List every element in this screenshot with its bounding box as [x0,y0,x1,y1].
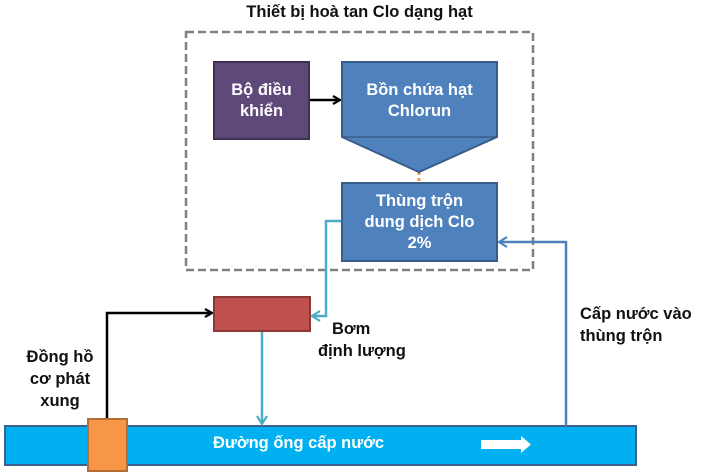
meter-label-line1: Đồng hồ [26,348,94,366]
pulse-meter-box [87,418,128,472]
supply-label: Cấp nước vào thùng trộn [580,303,714,347]
pump-label: Bơm định lượng [318,318,428,362]
pump-label-line1: Bơm [332,320,371,338]
flow-direction-arrow-icon [481,436,531,453]
edge-pipe-to-mixer [496,236,568,426]
supply-label-line1: Cấp nước vào [580,305,692,323]
supply-label-line2: thùng trộn [580,327,663,345]
chlorine-tank-shape [341,61,498,174]
mixer-label-line3: 2% [407,233,432,252]
device-group-border [184,30,535,272]
controller-label: Bộ điều khiển [231,80,292,120]
mixer-label-line2: dung dịch Clo [364,212,475,231]
edge-meter-to-pump [105,313,212,419]
dosing-pump-box [213,296,311,332]
pipe-label: Đường ống cấp nước [213,434,385,452]
meter-label: Đồng hồ cơ phát xung [14,346,106,412]
mixer-label: Thùng trộn dung dịch Clo 2% [342,183,497,261]
mixer-box [341,182,498,262]
tank-label: Bồn chứa hạt Chlorun [366,81,473,120]
pump-label-line2: định lượng [318,342,406,360]
controller-box [213,61,310,140]
meter-label-line2: cơ phát [29,370,91,388]
meter-label-line3: xung [40,392,80,410]
device-group-title: Thiết bị hoà tan Clo dạng hạt [246,3,473,21]
edge-mixer-to-pump [309,219,342,322]
mixer-label-line1: Thùng trộn [375,191,464,210]
